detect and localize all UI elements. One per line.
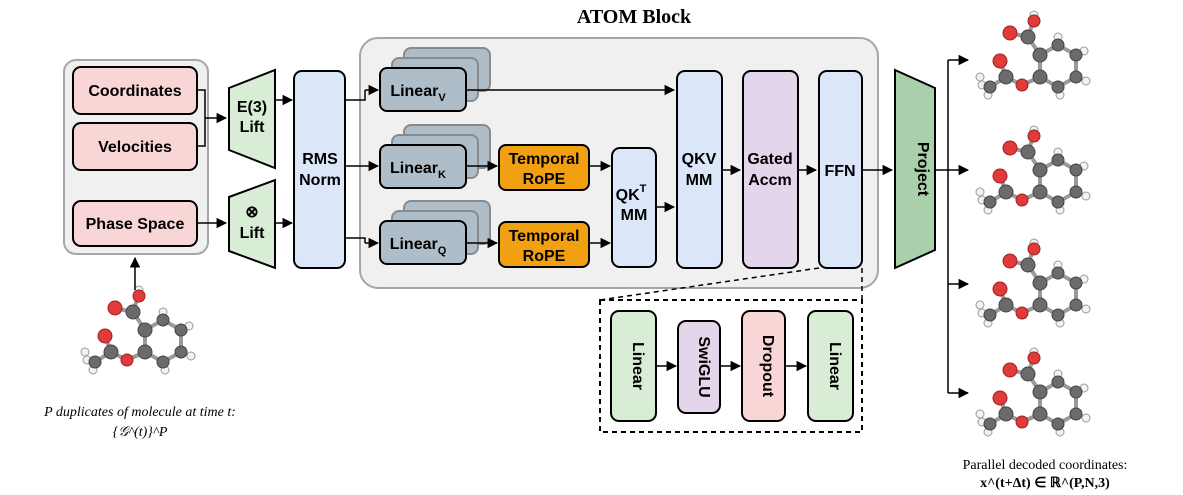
rms-norm-box: [293, 70, 346, 269]
linear-q-stack: [379, 200, 491, 265]
rms-norm-label-line1: RMS: [302, 151, 338, 168]
ffn-dropout-label: Dropout: [759, 335, 776, 398]
ffn-linear1-label: Linear: [629, 342, 646, 390]
linear-v-stack: [379, 47, 491, 112]
output-molecule-3: [974, 237, 1092, 329]
temporal-rope-q-label-line2: RoPE: [523, 248, 566, 265]
otimes-lift-label-line1: ⊗: [245, 204, 258, 221]
linear-k-label: LinearK: [390, 160, 446, 181]
ffn-swiglu-box: [677, 320, 721, 414]
qkv-mm-label-line2: MM: [686, 172, 713, 189]
linear-v-label: LinearV: [390, 83, 446, 104]
e3-lift-shape: [228, 68, 276, 170]
temporal-rope-k-box: [498, 144, 590, 191]
project-shape: [894, 68, 936, 270]
output-caption-line1: Parallel decoded coordinates:: [963, 458, 1128, 473]
project-label: Project: [914, 142, 931, 197]
otimes-lift-label-line2: Lift: [240, 225, 266, 242]
input-caption-line1: P duplicates of molecule at time t:: [43, 405, 236, 420]
output-molecule-1: [974, 9, 1092, 101]
qkv-mm-box: [676, 70, 723, 269]
input-molecule-image: [79, 284, 197, 376]
ffn-linear2-label: Linear: [826, 342, 843, 390]
qkv-mm-label-line1: QKV: [682, 151, 717, 168]
temporal-rope-q-box: [498, 221, 590, 268]
temporal-rope-k-label-line2: RoPE: [523, 171, 566, 188]
output-molecule-2: [974, 124, 1092, 216]
linear-q-label: LinearQ: [390, 236, 447, 257]
velocities-label: Velocities: [98, 139, 172, 156]
e3-lift-label-line1: E(3): [237, 99, 267, 116]
atom-block-title: ATOM Block: [577, 6, 692, 28]
gated-accm-label-line2: Accm: [748, 172, 792, 189]
ffn-label: FFN: [824, 163, 855, 180]
gated-accm-box: [742, 70, 799, 269]
e3-lift-label-line2: Lift: [240, 119, 266, 136]
qk-mm-label: QKT: [616, 183, 647, 204]
input-caption-line2: {𝒢^(t)}^P: [113, 425, 168, 440]
linear-k-stack: [379, 124, 491, 189]
output-caption-line2: x^(t+Δt) ∈ ℝ^(P,N,3): [980, 476, 1110, 491]
output-molecule-4: [974, 346, 1092, 438]
temporal-rope-k-label-line1: Temporal: [509, 151, 580, 168]
ffn-linear2-box: [807, 310, 854, 422]
temporal-rope-q-label-line1: Temporal: [509, 228, 580, 245]
coordinates-label: Coordinates: [88, 83, 181, 100]
ffn-swiglu-label: SwiGLU: [695, 336, 712, 397]
qk-mm-sub-label: MM: [621, 207, 648, 224]
phase-space-label: Phase Space: [86, 216, 185, 233]
otimes-lift-shape: [228, 178, 276, 270]
rms-norm-label-line2: Norm: [299, 172, 341, 189]
gated-accm-label-line1: Gated: [747, 151, 792, 168]
